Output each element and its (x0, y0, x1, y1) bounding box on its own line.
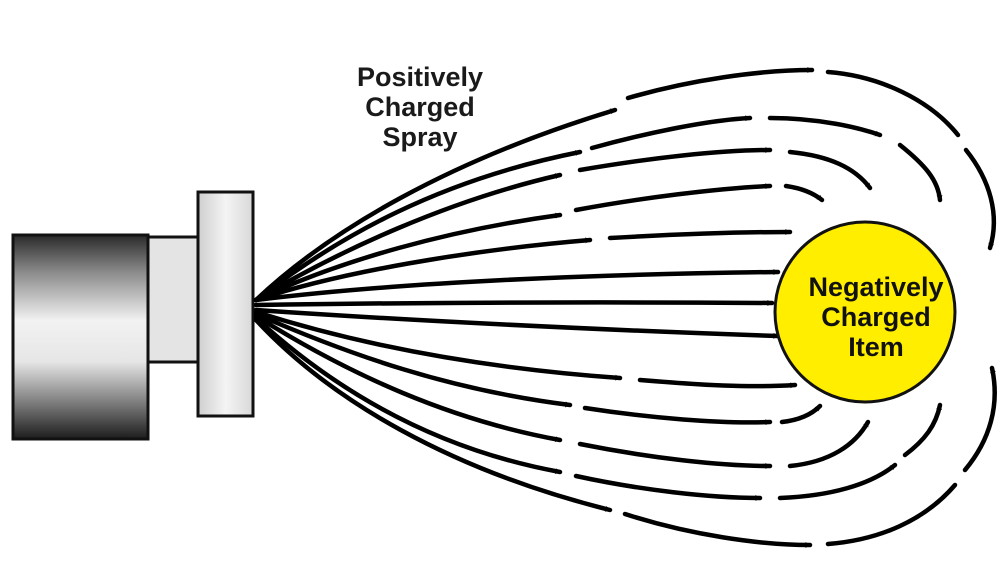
field-line (625, 67, 815, 101)
spray-label-line: Charged (365, 92, 475, 123)
spray-field-lines (253, 67, 997, 548)
field-line (779, 403, 823, 425)
field-line (963, 147, 997, 251)
spray-gun-neck (146, 235, 202, 364)
field-line (253, 237, 593, 303)
field-line (783, 183, 825, 203)
item-label: Negatively Charged Item (776, 272, 976, 363)
field-line (962, 365, 997, 473)
field-line (577, 147, 773, 173)
item-label-line: Charged (821, 302, 931, 333)
field-line (253, 172, 563, 303)
field-line (253, 313, 563, 443)
field-line (825, 69, 961, 138)
spray-gun (11, 190, 255, 441)
field-line (589, 115, 753, 151)
field-line (253, 317, 613, 513)
field-line (582, 405, 773, 426)
field-line (607, 229, 793, 241)
spray-gun-nozzle-plate (196, 190, 255, 418)
field-line (637, 377, 798, 389)
field-line (253, 315, 563, 475)
item-label-line: Item (848, 332, 904, 363)
field-line (825, 482, 958, 547)
field-line (573, 183, 773, 213)
negatively-charged-item (773, 220, 957, 404)
spray-label-line: Spray (382, 122, 458, 153)
field-line (253, 299, 775, 308)
field-line (787, 419, 871, 469)
item-label-line: Negatively (808, 272, 944, 302)
field-line (253, 149, 583, 303)
field-line (897, 142, 943, 203)
field-line (622, 511, 813, 548)
spray-gun-cylinder (11, 233, 150, 441)
field-line (573, 473, 763, 501)
spray-label-line: Positively (356, 62, 484, 92)
field-line (777, 462, 898, 501)
field-line (253, 311, 573, 408)
field-line (787, 149, 873, 191)
field-line (253, 269, 781, 303)
field-line (767, 115, 883, 138)
field-line (253, 107, 618, 303)
field-line (253, 307, 781, 339)
field-line (253, 309, 623, 381)
field-line (253, 212, 563, 303)
spray-label: Positively Charged Spray (300, 62, 540, 153)
field-line (577, 441, 773, 469)
field-line (902, 402, 943, 458)
